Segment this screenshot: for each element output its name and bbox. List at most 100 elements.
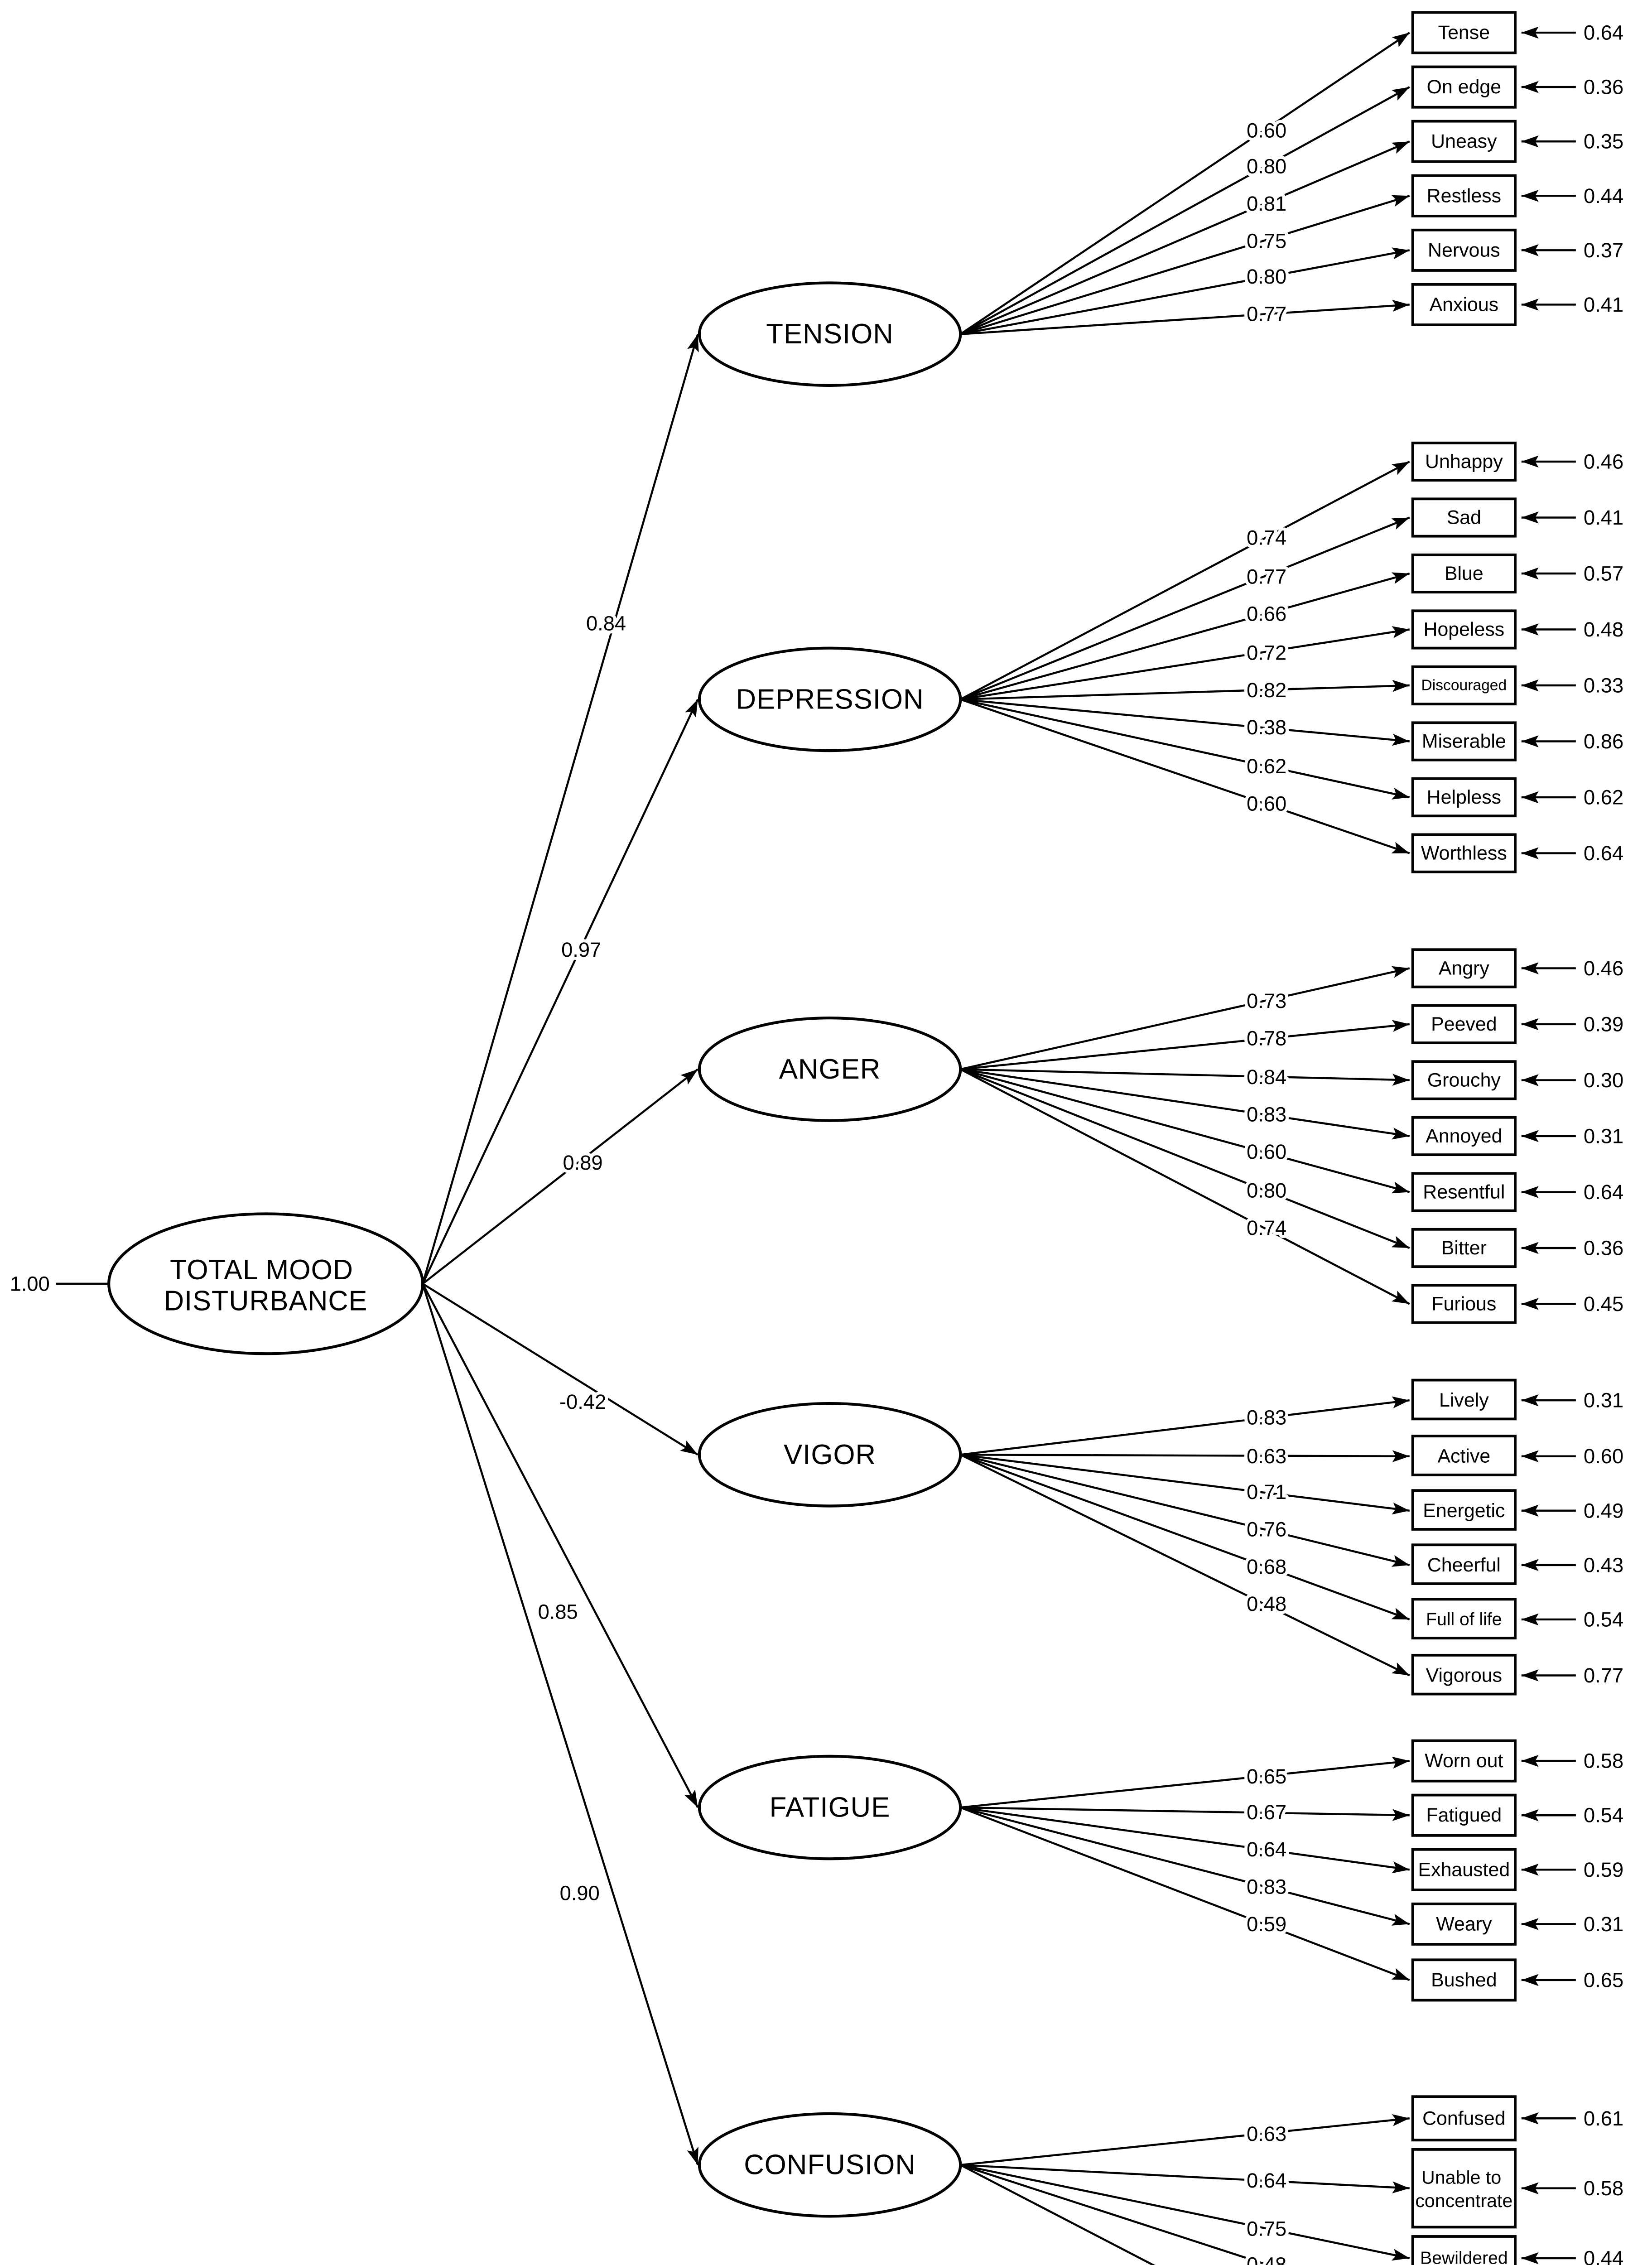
error-value: 0.46: [1584, 957, 1623, 980]
indicator-vigorous: Vigorous 0.48 0.77: [1243, 1589, 1623, 1696]
loading-value: 0.80: [1247, 1179, 1286, 1202]
loading-value: 0.84: [1247, 1065, 1286, 1089]
error-value: 0.39: [1584, 1012, 1623, 1036]
loading-arrow: [960, 1396, 1410, 1456]
indicator-box: [1411, 1060, 1517, 1100]
indicator-box: [1411, 174, 1517, 217]
indicator-box: [1411, 948, 1517, 988]
loading-arrow: [960, 195, 1410, 335]
indicator-box: [1411, 283, 1517, 326]
indicator-weary: Weary 0.83 0.31: [1243, 1872, 1623, 1946]
indicator-box: [1411, 120, 1517, 163]
latent-label: TOTAL MOOD DISTURBANCE: [164, 1254, 367, 1317]
path-arrow-fatigue: [422, 1283, 699, 1808]
loading-value: 0.73: [1247, 989, 1286, 1012]
indicator-nervous: Nervous 0.80 0.37: [1243, 228, 1623, 291]
indicator-helpless: Helpless 0.62 0.62: [1243, 752, 1623, 818]
loading-arrow: [960, 1068, 1410, 1305]
loading-value: 0.78: [1247, 1026, 1286, 1050]
factor-label: VIGOR: [784, 1439, 876, 1470]
indicator-miserable: Miserable 0.38 0.86: [1243, 713, 1623, 761]
loading-value: 0.77: [1247, 303, 1286, 326]
error-value: 0.41: [1584, 293, 1623, 316]
variance-value: 1.00: [10, 1272, 50, 1295]
factor-confusion: CONFUSION: [698, 2112, 962, 2218]
indicator-box: [1411, 2235, 1517, 2265]
factor-ellipse: [698, 281, 962, 387]
factor-label: DEPRESSION: [736, 684, 924, 715]
loading-arrow: [960, 86, 1410, 335]
loading-value: 0.77: [1247, 565, 1286, 588]
loading-value: 0.64: [1247, 2169, 1286, 2192]
error-value: 0.31: [1584, 1124, 1623, 1147]
indicator-label: Uneasy: [1431, 130, 1497, 152]
path-coefficients: 0.84 0.97 0.89 -0.42 0.85 0.90: [535, 608, 629, 1908]
loading-value: 0.83: [1247, 1875, 1286, 1899]
indicator-box: [1411, 1435, 1517, 1476]
indicator-hopeless: Hopeless 0.72 0.48: [1243, 609, 1623, 667]
indicator-label: Cheerful: [1427, 1554, 1501, 1576]
indicator-bitter: Bitter 0.80 0.36: [1243, 1176, 1623, 1268]
error-value: 0.58: [1584, 1749, 1623, 1773]
loading-arrow: [960, 1806, 1410, 1821]
factor-depression: DEPRESSION: [698, 646, 962, 752]
indicator-label: Bushed: [1431, 1969, 1497, 1991]
coef-confusion: 0.90: [560, 1881, 600, 1904]
indicator-box: [1411, 777, 1517, 818]
indicator-box: [1411, 665, 1517, 706]
error-value: 0.31: [1584, 1389, 1623, 1412]
factor-label: FATIGUE: [770, 1792, 891, 1823]
error-value: 0.64: [1584, 21, 1623, 44]
indicator-discouraged: Discouraged 0.82 0.33: [1243, 665, 1623, 706]
loading-value: 0.75: [1247, 229, 1286, 252]
indicator-tense: Tense 0.60 0.64: [1243, 11, 1623, 145]
indicator-label: Annoyed: [1426, 1125, 1502, 1147]
indicator-restless: Restless 0.75 0.44: [1243, 174, 1623, 255]
error-value: 0.31: [1584, 1913, 1623, 1936]
indicator-unhappy: Unhappy 0.74 0.46: [1243, 441, 1623, 552]
indicator-label: Bitter: [1441, 1237, 1487, 1259]
factor-ellipse: [698, 1017, 962, 1122]
indicator-box: [1411, 1598, 1517, 1640]
loading-value: 0.60: [1247, 1140, 1286, 1163]
indicator-label: Worn out: [1425, 1750, 1503, 1772]
error-value: 0.43: [1584, 1553, 1623, 1576]
loading-arrow: [960, 1806, 1410, 1926]
indicator-label: Lively: [1439, 1389, 1489, 1411]
indicator-label: Vigorous: [1426, 1664, 1502, 1686]
error-value: 0.54: [1584, 1608, 1623, 1631]
error-value: 0.33: [1584, 674, 1623, 697]
factor-ellipse: [698, 1754, 962, 1860]
loading-value: 0.72: [1247, 641, 1286, 664]
error-value: 0.64: [1584, 1181, 1623, 1204]
loading-arrow: [960, 680, 1410, 701]
indicator-label: Weary: [1436, 1913, 1492, 1935]
indicator-sad: Sad 0.77 0.41: [1243, 497, 1623, 591]
indicator-label: Energetic: [1423, 1500, 1505, 1522]
error-value: 0.37: [1584, 239, 1623, 262]
indicator-bewildered: Bewildered 0.75 0.44: [1243, 2214, 1623, 2265]
error-value: 0.46: [1584, 450, 1623, 473]
factor-label: ANGER: [779, 1054, 881, 1085]
loading-arrow: [960, 2164, 1156, 2265]
coef-fatigue: 0.85: [538, 1600, 578, 1623]
loading-arrow: [960, 1454, 1410, 1515]
indicator-box: [1411, 1848, 1517, 1891]
error-value: 0.36: [1584, 1236, 1623, 1259]
indicator-unable-to-concentrate: Unable to concentrate 0.64 0.58: [1243, 2148, 1623, 2229]
loading-arrow: [960, 1756, 1410, 1809]
error-value: 0.30: [1584, 1069, 1623, 1092]
loading-arrow: [960, 698, 1410, 800]
loading-value: 0.75: [1247, 2217, 1286, 2240]
loading-arrow: [960, 516, 1410, 700]
loading-value: 0.60: [1247, 792, 1286, 815]
loading-arrow: [960, 299, 1410, 335]
indicator-label: Worthless: [1421, 843, 1507, 864]
loading-value: 0.76: [1247, 1518, 1286, 1541]
loading-value: 0.38: [1247, 716, 1286, 739]
indicator-label: Unhappy: [1425, 451, 1503, 472]
loading-value: 0.71: [1247, 1480, 1286, 1504]
indicator-box: [1411, 1793, 1517, 1837]
loading-arrow: [960, 698, 1410, 854]
error-value: 0.77: [1584, 1664, 1623, 1687]
